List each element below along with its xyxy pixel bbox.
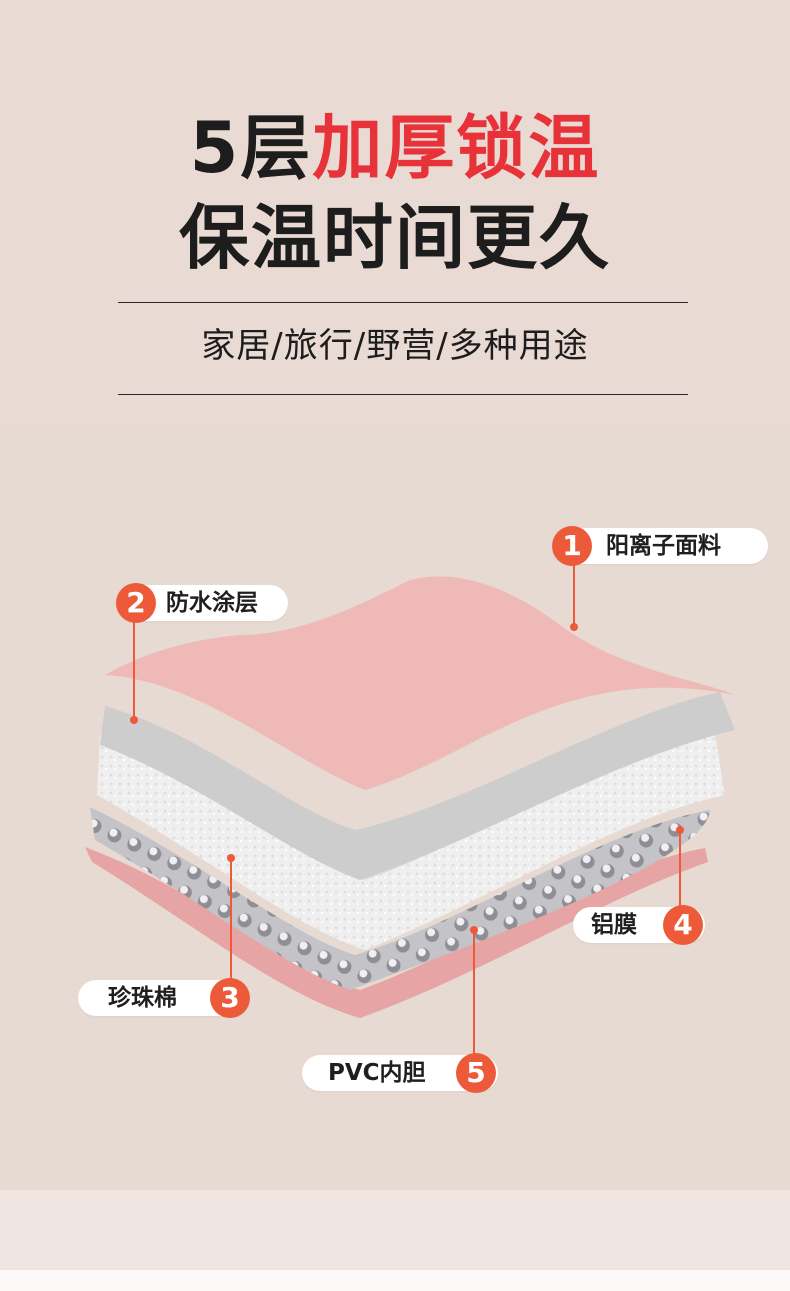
- layer-label-2: 2 防水涂层: [116, 583, 288, 623]
- leader-dot-2: [130, 716, 138, 724]
- layer-name-2: 防水涂层: [166, 590, 258, 616]
- headline-line-1: 5层加厚锁温: [0, 108, 790, 188]
- pink-fabric-layer: [105, 576, 735, 790]
- layer-label-5: PVC内胆 5: [302, 1053, 498, 1093]
- layer-illustration: [85, 560, 735, 1055]
- divider-bottom: [118, 394, 688, 395]
- bottom-background: [0, 1190, 790, 1270]
- headline-highlight: 加厚锁温: [312, 107, 601, 189]
- layer-name-4: 铝膜: [591, 912, 637, 938]
- layer-label-3: 珍珠棉 3: [78, 978, 250, 1018]
- divider-top: [118, 302, 688, 303]
- leader-dot-4: [676, 826, 684, 834]
- usage-subtitle: 家居/旅行/野营/多种用途: [201, 326, 589, 366]
- layer-badge-3: 3: [210, 978, 250, 1018]
- layer-badge-1: 1: [552, 526, 592, 566]
- leader-dot-3: [227, 854, 235, 862]
- layer-name-5: PVC内胆: [328, 1060, 426, 1086]
- leader-dot-5: [470, 926, 478, 934]
- layer-name-1: 阳离子面料: [606, 533, 721, 559]
- gray-coating-layer: [100, 692, 735, 880]
- layer-label-1: 1 阳离子面料: [552, 526, 768, 566]
- layer-name-3: 珍珠棉: [108, 985, 177, 1011]
- bottom-strip: [0, 1270, 790, 1291]
- layer-badge-2: 2: [116, 583, 156, 623]
- layer-label-4: 铝膜 4: [573, 905, 705, 945]
- leader-dot-1: [570, 623, 578, 631]
- foil-layer: [90, 807, 710, 990]
- headline-line-2: 保温时间更久: [179, 197, 611, 279]
- headline-prefix: 5层: [189, 107, 313, 189]
- top-background: [0, 0, 790, 430]
- layer-badge-4: 4: [663, 905, 703, 945]
- layer-badge-5: 5: [456, 1053, 496, 1093]
